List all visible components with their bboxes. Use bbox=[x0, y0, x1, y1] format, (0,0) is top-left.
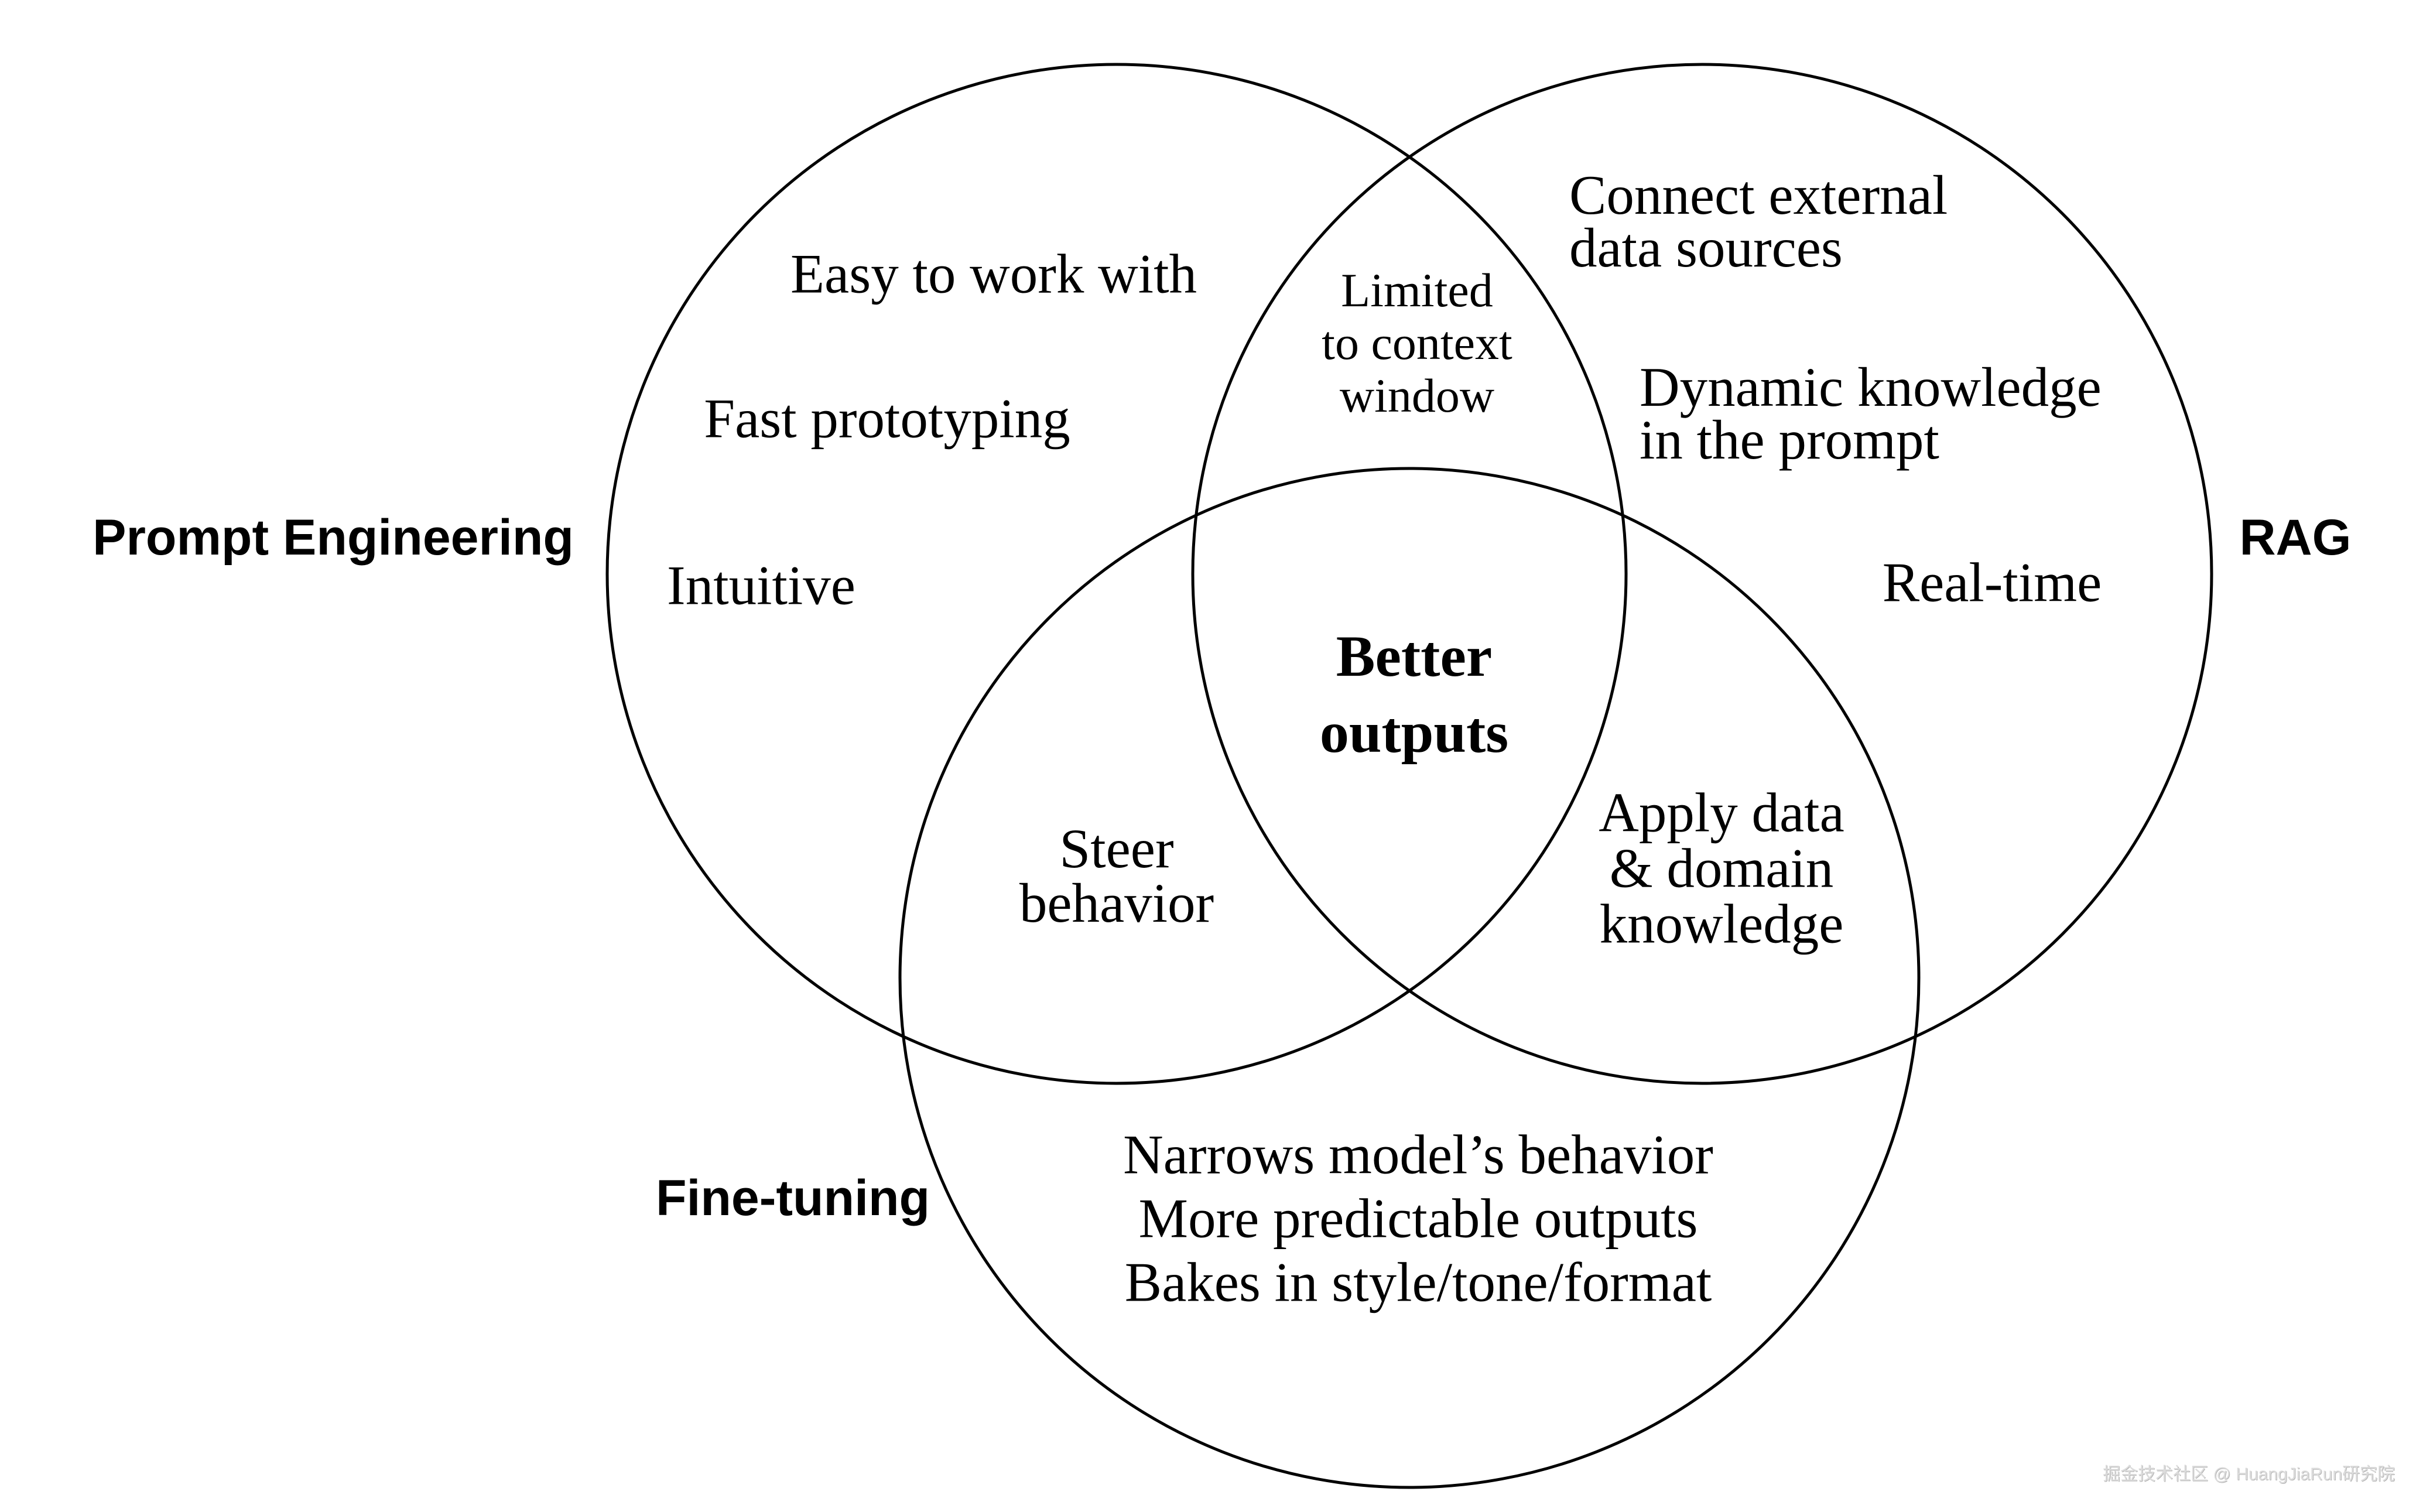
label-rag: RAG bbox=[2239, 509, 2352, 566]
region-pe-rag-limited-to-context-window: Limited to context window bbox=[1322, 264, 1512, 422]
watermark: 掘金技术社区 @ HuangJiaRun研究院 bbox=[2103, 1465, 2395, 1484]
region-rag-connect-external-data-sources: Connect external data sources bbox=[1569, 164, 1948, 279]
region-rag-dynamic-knowledge: Dynamic knowledge in the prompt bbox=[1640, 356, 2102, 471]
label-prompt-engineering: Prompt Engineering bbox=[93, 509, 574, 566]
label-fine-tuning: Fine-tuning bbox=[655, 1170, 930, 1226]
region-pe-ft-steer-behavior: Steer behavior bbox=[1019, 817, 1214, 934]
fine-tuning-circle bbox=[898, 467, 1921, 1489]
region-pe-fast-prototyping: Fast prototyping bbox=[704, 387, 1070, 450]
region-pe-easy-to-work-with: Easy to work with bbox=[790, 242, 1197, 305]
rag-circle bbox=[1191, 63, 2213, 1085]
region-ft-benefits-list: Narrows model’s behavior More predictabl… bbox=[1123, 1123, 1713, 1313]
prompt-engineering-circle bbox=[605, 63, 1628, 1085]
region-pe-intuitive: Intuitive bbox=[667, 554, 855, 617]
region-rag-real-time: Real-time bbox=[1882, 551, 2102, 614]
region-center-better-outputs: Better outputs bbox=[1319, 624, 1509, 765]
region-rag-ft-apply-data-domain-knowledge: Apply data & domain knowledge bbox=[1599, 781, 1844, 955]
